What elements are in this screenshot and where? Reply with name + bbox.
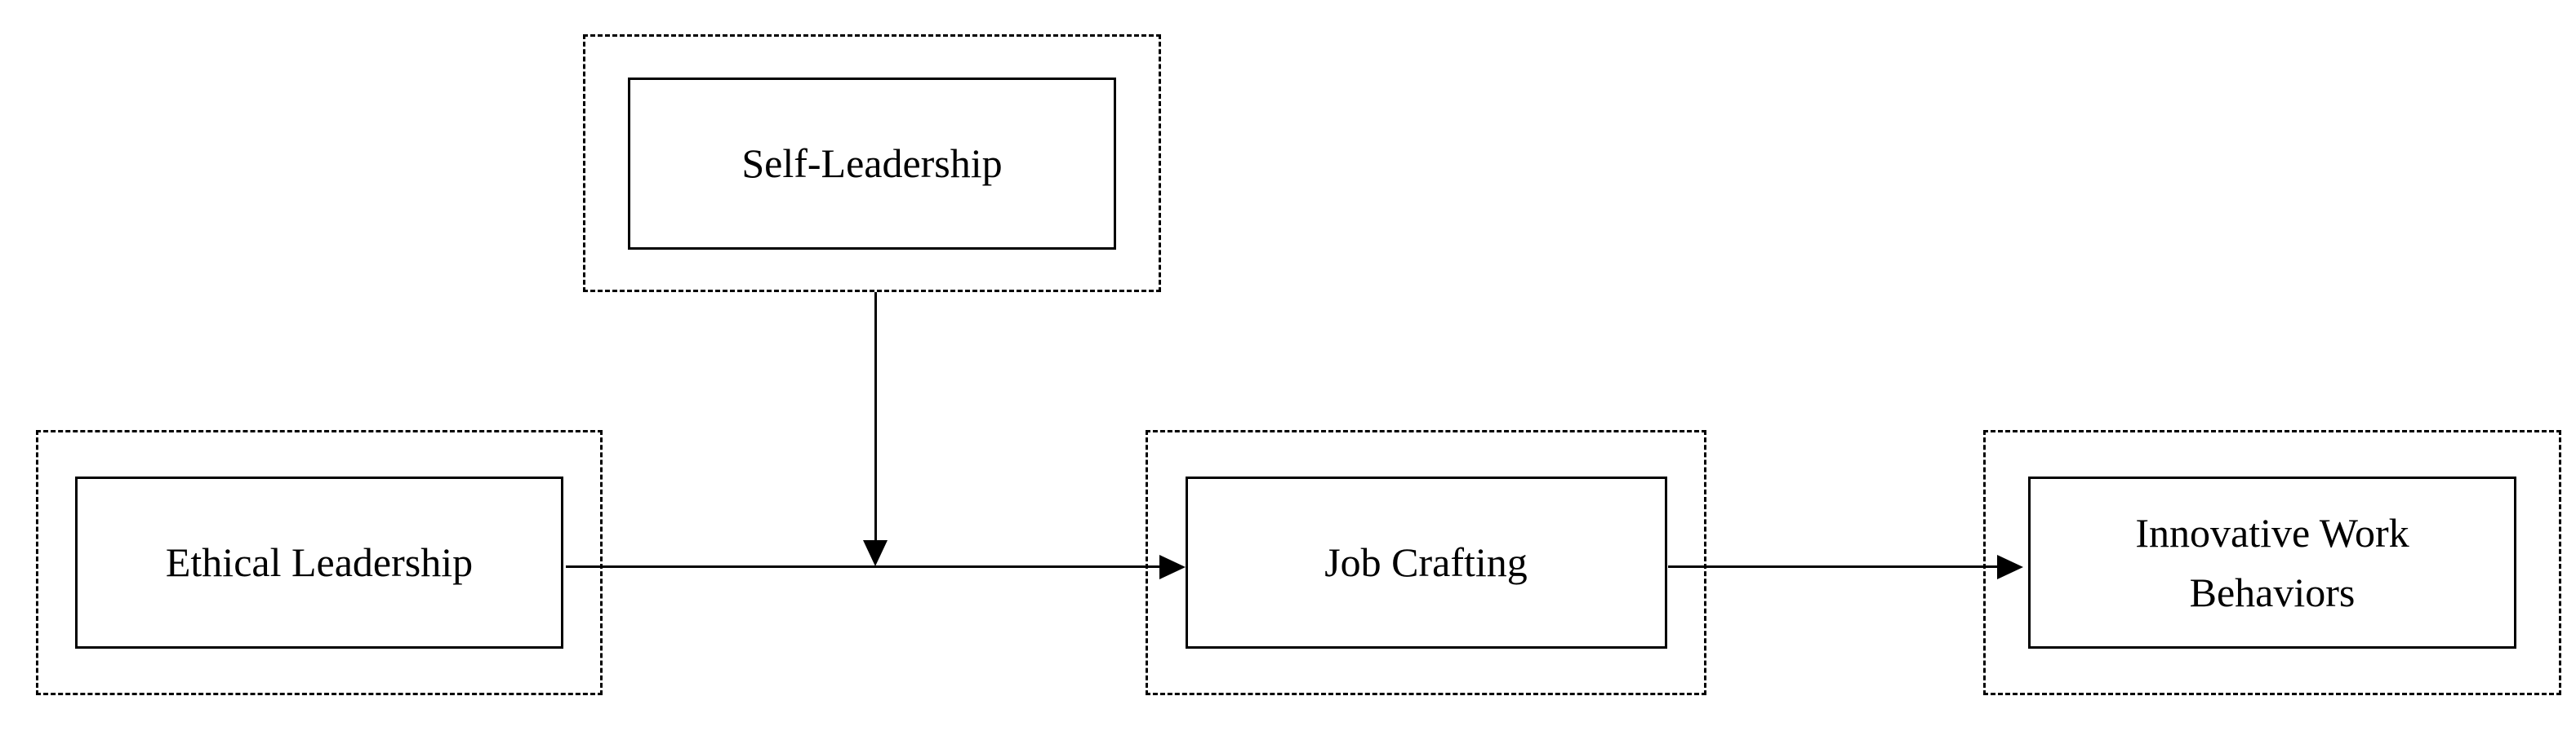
construct-job-crafting: Job Crafting xyxy=(1146,430,1706,695)
edge-job-to-innovative-arrowhead-icon xyxy=(1997,555,2023,579)
construct-ethical-leadership: Ethical Leadership xyxy=(36,430,603,695)
edge-self-to-mediation-path-arrowhead-icon xyxy=(863,540,888,566)
node-label-self-leadership: Self-Leadership xyxy=(741,140,1003,186)
node-box-innovative-work-behaviors: Innovative Work Behaviors xyxy=(2028,477,2516,649)
node-box-job-crafting: Job Crafting xyxy=(1185,477,1667,649)
node-label-ethical-leadership: Ethical Leadership xyxy=(165,539,474,586)
node-label-innovative-work-behaviors: Innovative Work Behaviors xyxy=(2135,510,2409,615)
node-label-job-crafting: Job Crafting xyxy=(1324,539,1528,586)
edge-ethical-to-job-line xyxy=(566,565,1159,568)
construct-innovative-work-behaviors: Innovative Work Behaviors xyxy=(1983,430,2561,695)
node-box-self-leadership: Self-Leadership xyxy=(628,77,1116,250)
edge-ethical-to-job-arrowhead-icon xyxy=(1159,555,1186,579)
node-box-ethical-leadership: Ethical Leadership xyxy=(75,477,563,649)
edge-job-to-innovative-line xyxy=(1668,565,1997,568)
construct-self-leadership: Self-Leadership xyxy=(583,34,1161,292)
edge-self-to-mediation-path-line xyxy=(874,292,877,542)
